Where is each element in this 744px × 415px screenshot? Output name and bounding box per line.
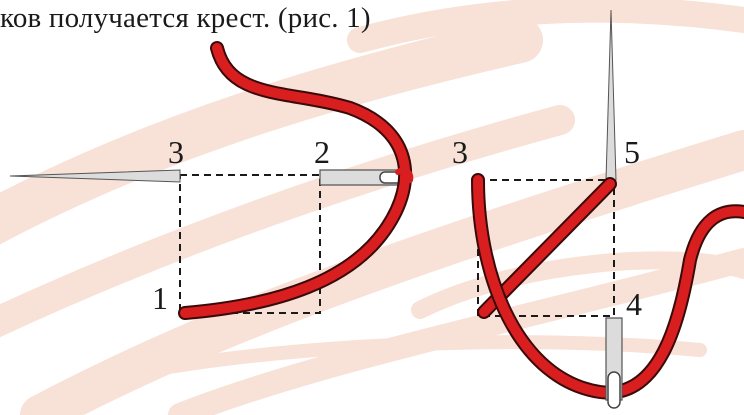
right-top-needle [605, 9, 617, 181]
left-needle-eye [319, 169, 409, 186]
right-label-4: 4 [626, 286, 642, 322]
left-stitch-figure [9, 41, 414, 320]
left-dashed-square [179, 174, 321, 314]
right-stitch-figure [471, 9, 744, 409]
right-bottom-needle [605, 317, 623, 409]
left-needle [9, 169, 181, 183]
right-label-3: 3 [452, 134, 468, 170]
right-dashed-square [477, 179, 615, 317]
left-label-3: 3 [168, 134, 184, 170]
left-label-1: 1 [152, 280, 168, 316]
caption-text: ков получается крест. (рис. 1) [0, 2, 371, 34]
left-label-2: 2 [314, 134, 330, 170]
right-label-5: 5 [624, 134, 640, 170]
